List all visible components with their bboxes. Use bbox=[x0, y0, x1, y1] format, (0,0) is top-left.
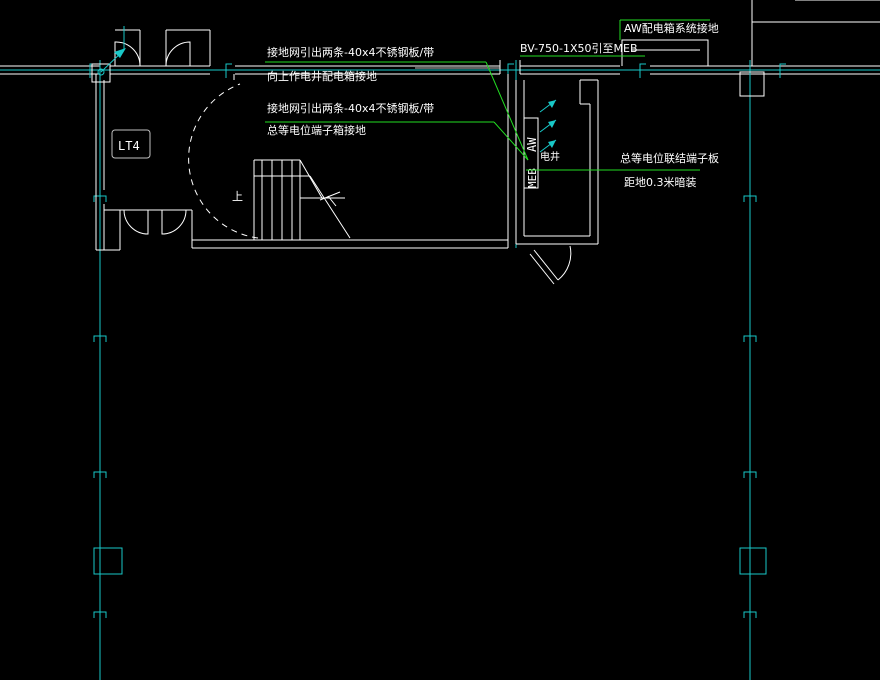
elevator-room: LT4 bbox=[95, 29, 211, 251]
leader-lines bbox=[265, 19, 710, 171]
top-right-structures bbox=[621, 0, 880, 66]
ground-arrows bbox=[539, 99, 557, 153]
stair-room: 上 bbox=[188, 74, 509, 249]
left-ground-point bbox=[91, 26, 126, 83]
axis-1-columns bbox=[93, 195, 123, 618]
electrical-shaft: AW MEB 电井 bbox=[499, 60, 599, 285]
note2-line2: 总等电位端子箱接地 bbox=[267, 123, 366, 137]
aw-ground-label: AW配电箱系统接地 bbox=[624, 21, 719, 35]
note2-line1: 接地网引出两条-40x4不锈钢板/带 bbox=[267, 101, 434, 115]
aw-label: AW bbox=[525, 137, 539, 152]
aw-panel bbox=[523, 117, 539, 189]
meb-label: MEB bbox=[526, 168, 539, 188]
shaft-label: 电井 bbox=[540, 150, 560, 163]
wall-ticks bbox=[89, 63, 786, 78]
cable-label: BV-750-1X50引至MEB bbox=[520, 41, 638, 55]
meb-note-line1: 总等电位联结端子板 bbox=[620, 151, 719, 165]
meb-note-line2: 距地0.3米暗装 bbox=[624, 175, 697, 189]
stair-up-label: 上 bbox=[232, 190, 243, 203]
top-wall bbox=[0, 65, 880, 75]
elevator-label: LT4 bbox=[118, 139, 140, 153]
note1-line2: 向上作电井配电箱接地 bbox=[267, 69, 377, 83]
note1-line1: 接地网引出两条-40x4不锈钢板/带 bbox=[267, 45, 434, 59]
axis-2-columns bbox=[739, 71, 767, 618]
